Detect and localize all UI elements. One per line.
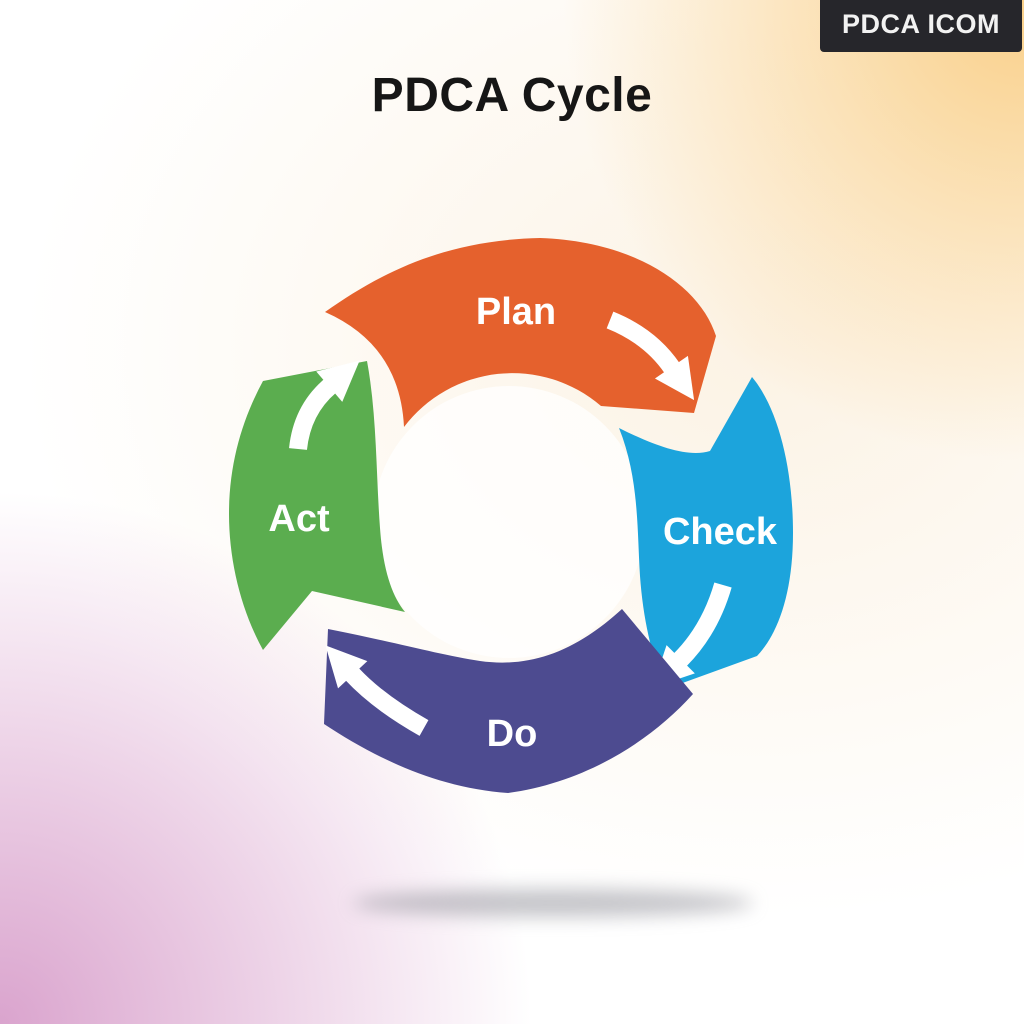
do-label: Do bbox=[487, 713, 538, 755]
segment-do: Do bbox=[324, 609, 693, 793]
check-arc bbox=[619, 377, 793, 689]
act-arc bbox=[229, 361, 405, 650]
segment-plan: Plan bbox=[325, 238, 716, 427]
brand-badge: PDCA ICOM bbox=[820, 0, 1022, 52]
segment-check: Check bbox=[619, 377, 793, 689]
brand-badge-label: PDCA ICOM bbox=[842, 9, 1000, 39]
check-label: Check bbox=[663, 511, 778, 553]
inner-circle bbox=[373, 386, 645, 658]
page-title: PDCA Cycle bbox=[371, 69, 653, 122]
act-to-plan-arrow-icon bbox=[289, 360, 360, 451]
plan-label: Plan bbox=[476, 291, 556, 333]
do-arc bbox=[324, 609, 693, 793]
do-to-act-arrow-icon bbox=[325, 645, 429, 736]
act-label: Act bbox=[268, 498, 330, 540]
plan-arc bbox=[325, 238, 716, 427]
segment-act: Act bbox=[229, 360, 405, 650]
ground-shadow bbox=[353, 889, 753, 917]
check-to-do-arrow-icon bbox=[652, 582, 732, 688]
plan-to-check-arrow-icon bbox=[606, 311, 695, 401]
